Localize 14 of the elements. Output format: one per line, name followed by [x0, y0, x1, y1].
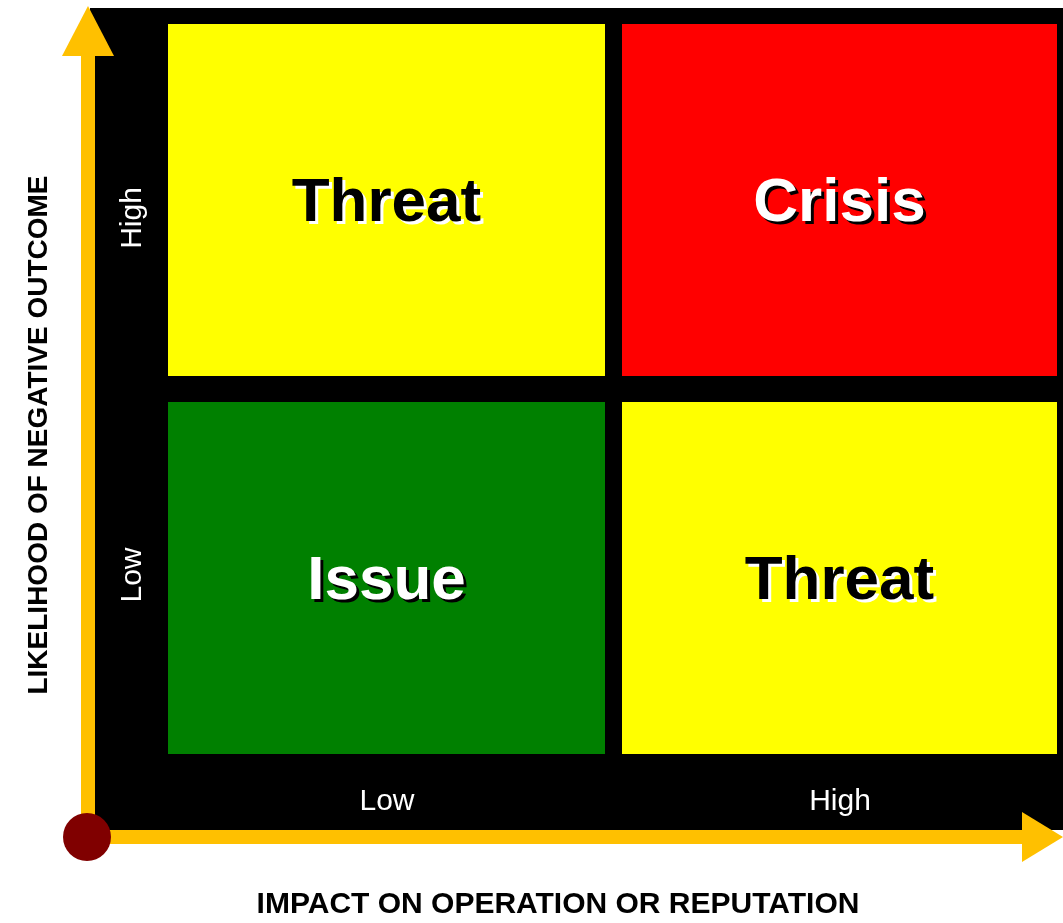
quadrant-label: Threat — [744, 547, 935, 609]
quadrant-label: Issue — [307, 547, 466, 609]
y-axis-title: LIKELIHOOD OF NEGATIVE OUTCOME — [22, 175, 54, 695]
quadrant-cell — [622, 24, 1057, 376]
axis-tick-label: High — [114, 187, 148, 249]
axis-tick-label: Low — [359, 783, 415, 817]
x-axis-title: IMPACT ON OPERATION OR REPUTATION — [256, 886, 860, 920]
quadrant-label: Crisis — [753, 169, 926, 231]
quadrant-cell — [168, 24, 605, 376]
quadrant-label: Threat — [291, 169, 482, 231]
quadrant-cell — [168, 402, 605, 754]
axis-tick-label: Low — [114, 547, 148, 603]
axis-tick-label: High — [809, 783, 871, 817]
quadrant-cell — [622, 402, 1057, 754]
